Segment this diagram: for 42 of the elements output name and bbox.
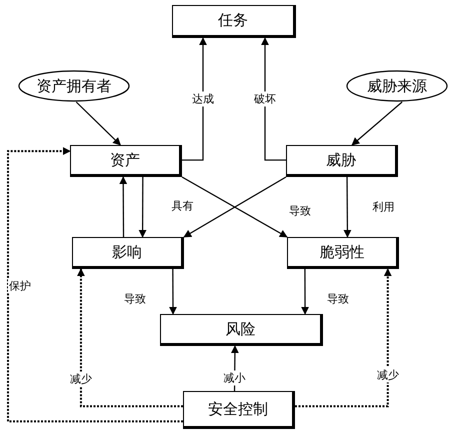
arrow bbox=[7, 147, 183, 422]
edge-label: 保护 bbox=[8, 278, 32, 294]
arrow bbox=[230, 345, 239, 391]
arrow bbox=[261, 37, 286, 161]
arrow bbox=[301, 269, 310, 315]
node-label: 威胁 bbox=[326, 150, 356, 170]
ellipse-node bbox=[18, 70, 130, 102]
arrow bbox=[76, 102, 121, 146]
edge-label: 减少 bbox=[68, 371, 93, 386]
node-label: 影响 bbox=[112, 242, 142, 262]
arrow bbox=[343, 177, 352, 238]
node-label: 威胁来源 bbox=[367, 76, 427, 96]
arrow bbox=[351, 102, 402, 146]
arrow bbox=[138, 177, 147, 238]
node-label: 资产 bbox=[110, 150, 140, 170]
arrow bbox=[76, 268, 183, 408]
arrow bbox=[182, 37, 207, 161]
arrow bbox=[169, 269, 177, 315]
process-box bbox=[160, 314, 323, 346]
edge-label: 减少 bbox=[376, 367, 400, 382]
edge-label: 减小 bbox=[222, 370, 247, 385]
node-label: 任务 bbox=[218, 11, 248, 30]
edge-label: 具有 bbox=[170, 198, 194, 214]
node-label: 风险 bbox=[226, 320, 256, 338]
process-box bbox=[172, 5, 296, 38]
edge-label: 利用 bbox=[371, 200, 396, 214]
process-box bbox=[287, 237, 399, 269]
ellipse-node bbox=[346, 70, 448, 102]
edge-label: 破坏 bbox=[253, 92, 277, 107]
node-label: 脆弱性 bbox=[320, 242, 364, 262]
process-box bbox=[183, 391, 295, 429]
process-box bbox=[286, 145, 398, 177]
edge-label: 导致 bbox=[326, 291, 350, 306]
node-label: 安全控制 bbox=[208, 400, 268, 418]
process-box bbox=[70, 145, 182, 177]
edge-label: 达成 bbox=[191, 92, 215, 107]
edge-label: 导致 bbox=[122, 291, 147, 306]
process-box bbox=[72, 237, 184, 269]
arrow bbox=[119, 176, 128, 237]
arrow bbox=[295, 268, 392, 408]
node-label: 资产拥有者 bbox=[36, 76, 112, 96]
edge-label: 导致 bbox=[288, 204, 312, 218]
